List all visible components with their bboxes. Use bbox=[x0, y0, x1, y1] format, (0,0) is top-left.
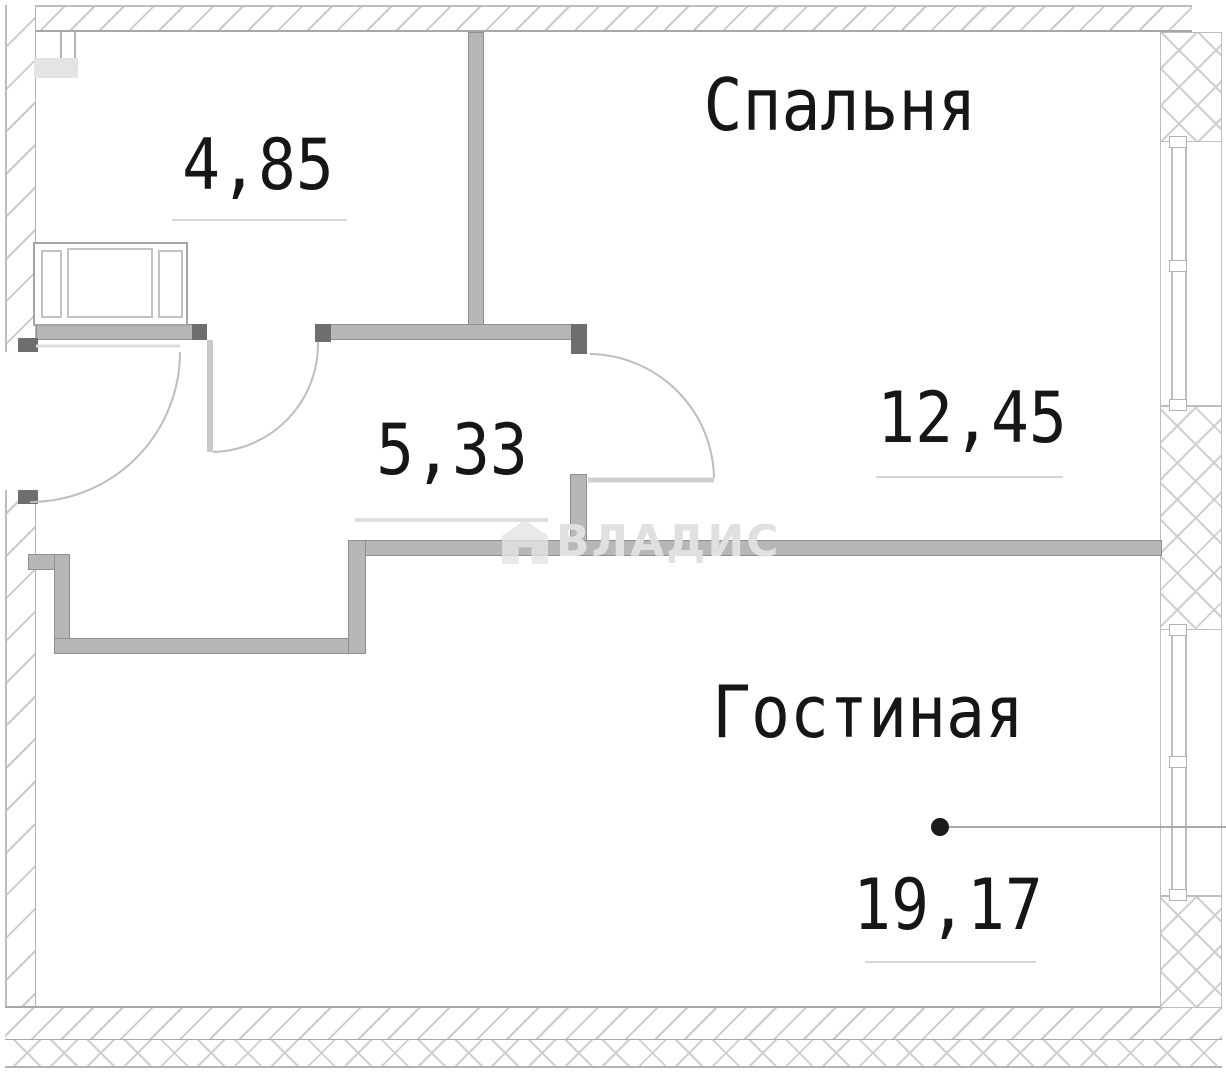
entrance-door-arc bbox=[29, 351, 181, 503]
window-mullion bbox=[1169, 260, 1187, 272]
door-jamb-niche-left bbox=[192, 324, 207, 340]
area-underline-hallway bbox=[355, 518, 548, 522]
area-underline-kitchen-niche bbox=[172, 219, 347, 221]
area-underline-living-room bbox=[865, 961, 1036, 963]
shaft-line bbox=[74, 32, 76, 78]
window-band-upper-line1 bbox=[1171, 142, 1173, 406]
window-band-upper-line2 bbox=[1185, 142, 1187, 406]
window-mullion bbox=[1169, 756, 1187, 768]
facade-tick-1 bbox=[1160, 141, 1222, 142]
interior-wall-nook-b bbox=[54, 554, 70, 640]
area-label-hallway: 5,33 bbox=[376, 409, 528, 491]
interior-wall-stub-bedroom-door bbox=[570, 474, 587, 544]
shaft-sill bbox=[34, 58, 78, 78]
area-label-kitchen-niche: 4,85 bbox=[182, 124, 334, 206]
facade-tick-3 bbox=[1160, 629, 1222, 630]
facade-pier-bottom bbox=[1160, 896, 1222, 1008]
watermark: ВЛАДИС bbox=[502, 520, 780, 564]
facade-pier-top bbox=[1160, 32, 1222, 142]
facade-pier-middle bbox=[1160, 406, 1222, 630]
area-underline-bedroom bbox=[876, 476, 1063, 478]
exterior-wall-bottom-outer bbox=[5, 1006, 1222, 1040]
watermark-text: ВЛАДИС bbox=[556, 516, 781, 567]
entrance-jamb-top bbox=[18, 338, 38, 352]
wardrobe-section-left bbox=[41, 250, 62, 318]
room-label-living-room: Гостиная bbox=[711, 670, 1025, 754]
entrance-door-opening bbox=[5, 352, 37, 490]
exterior-wall-bottom-inner bbox=[5, 1040, 1222, 1068]
interior-wall-vertical-top bbox=[468, 32, 484, 338]
exterior-wall-left bbox=[5, 5, 36, 1011]
window-mullion bbox=[1169, 399, 1187, 411]
facade-tick-2 bbox=[1160, 405, 1222, 406]
window-mullion bbox=[1169, 889, 1187, 901]
interior-wall-hall-right bbox=[315, 324, 587, 340]
door-jamb-niche-right bbox=[315, 324, 331, 342]
interior-wall-nook-d bbox=[348, 540, 366, 654]
area-label-living-room: 19,17 bbox=[853, 864, 1043, 946]
entrance-jamb-bottom bbox=[18, 490, 38, 504]
door-jamb-bedroom-top bbox=[571, 324, 587, 354]
window-mullion bbox=[1169, 624, 1187, 636]
facade-tick-4 bbox=[1160, 895, 1222, 896]
bedroom-door-arc bbox=[589, 353, 715, 479]
shaft-line bbox=[60, 32, 62, 78]
interior-wall-living-top bbox=[348, 540, 1162, 556]
interior-wall-nook-c bbox=[54, 638, 366, 654]
area-leader-dot bbox=[931, 818, 949, 836]
wardrobe-section-middle bbox=[67, 248, 153, 318]
exterior-wall-top bbox=[6, 5, 1192, 32]
niche-door-arc bbox=[212, 341, 320, 453]
interior-wall-hall-left bbox=[36, 324, 207, 340]
area-label-bedroom: 12,45 bbox=[877, 377, 1067, 459]
wardrobe-section-right bbox=[158, 250, 183, 318]
window-mullion bbox=[1169, 136, 1187, 148]
house-icon bbox=[502, 520, 548, 564]
room-label-bedroom: Спальня bbox=[703, 63, 977, 147]
